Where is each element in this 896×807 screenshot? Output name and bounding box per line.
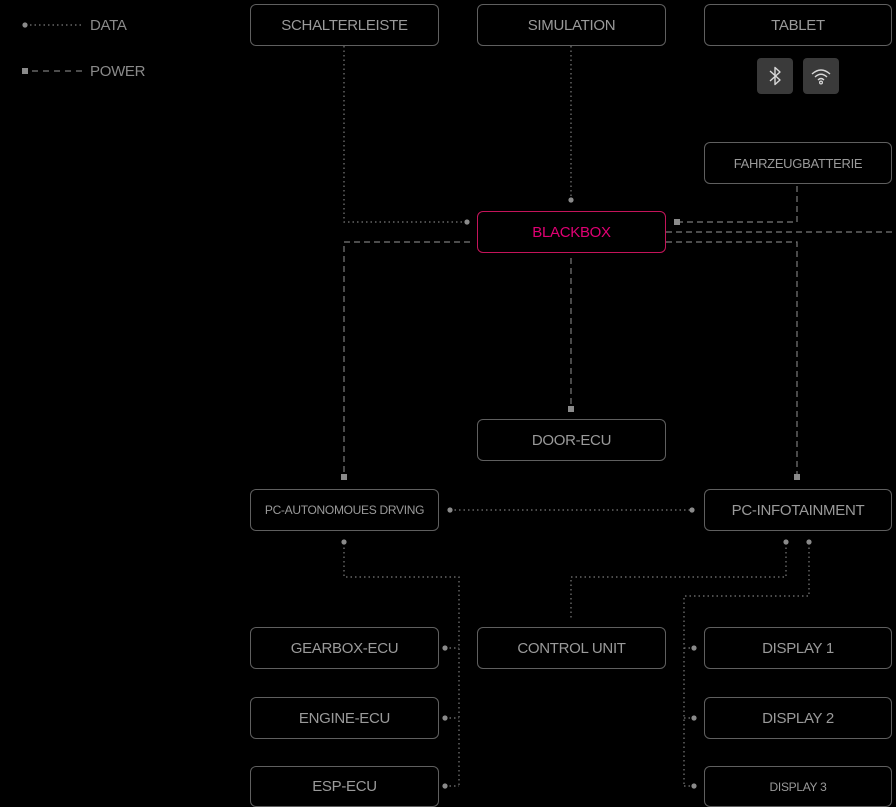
dotted-line-sample-icon bbox=[22, 22, 82, 28]
node-door-ecu[interactable]: DOOR-ECU bbox=[477, 419, 666, 461]
power-square bbox=[674, 219, 680, 225]
node-fahrzeugbatterie[interactable]: FAHRZEUGBATTERIE bbox=[704, 142, 892, 184]
node-simulation[interactable]: SIMULATION bbox=[477, 4, 666, 46]
data-dot bbox=[568, 197, 574, 203]
node-blackbox[interactable]: BLACKBOX bbox=[477, 211, 666, 253]
data-dot bbox=[447, 507, 453, 513]
data-link-pc-autonomous-ecu-bus bbox=[343, 543, 460, 786]
data-dot bbox=[691, 715, 697, 721]
data-dot bbox=[689, 507, 695, 513]
power-link-blackbox-pc-autonomous bbox=[343, 241, 470, 474]
node-pc-autonomous-driving[interactable]: PC-AUTONOMOUES DRVING bbox=[250, 489, 439, 531]
node-display-1[interactable]: DISPLAY 1 bbox=[704, 627, 892, 669]
power-endpoint-squares bbox=[341, 219, 800, 480]
legend-data: DATA bbox=[22, 15, 127, 35]
power-square bbox=[794, 474, 800, 480]
data-connections bbox=[343, 46, 810, 787]
node-pc-infotainment[interactable]: PC-INFOTAINMENT bbox=[704, 489, 892, 531]
power-link-fahrzeugbatterie-blackbox bbox=[680, 186, 798, 223]
power-connections bbox=[343, 186, 896, 474]
wifi-icon[interactable] bbox=[803, 58, 839, 94]
power-square bbox=[568, 406, 574, 412]
node-esp-ecu[interactable]: ESP-ECU bbox=[250, 766, 439, 807]
power-square bbox=[341, 474, 347, 480]
data-dot bbox=[783, 539, 789, 545]
node-gearbox-ecu[interactable]: GEARBOX-ECU bbox=[250, 627, 439, 669]
node-display-2[interactable]: DISPLAY 2 bbox=[704, 697, 892, 739]
data-dot bbox=[691, 783, 697, 789]
node-tablet[interactable]: TABLET bbox=[704, 4, 892, 46]
data-dot bbox=[442, 645, 448, 651]
node-schalterleiste[interactable]: SCHALTERLEISTE bbox=[250, 4, 439, 46]
legend-data-label: DATA bbox=[90, 16, 127, 34]
legend-power: POWER bbox=[22, 61, 145, 81]
legend-power-label: POWER bbox=[90, 62, 146, 80]
data-dot bbox=[464, 219, 470, 225]
node-engine-ecu[interactable]: ENGINE-ECU bbox=[250, 697, 439, 739]
data-dot bbox=[341, 539, 347, 545]
dashed-line-sample-icon bbox=[22, 68, 84, 74]
bluetooth-icon[interactable] bbox=[757, 58, 793, 94]
node-display-3[interactable]: DISPLAY 3 bbox=[704, 766, 892, 807]
power-link-blackbox-pc-infotainment bbox=[666, 241, 798, 474]
node-control-unit[interactable]: CONTROL UNIT bbox=[477, 627, 666, 669]
data-dot bbox=[442, 715, 448, 721]
data-dot bbox=[442, 783, 448, 789]
data-endpoint-dots bbox=[341, 197, 812, 789]
data-dot bbox=[691, 645, 697, 651]
data-dot bbox=[806, 539, 812, 545]
data-link-pc-infotainment-control-unit bbox=[570, 543, 787, 620]
data-link-schalterleiste-blackbox bbox=[343, 46, 466, 223]
